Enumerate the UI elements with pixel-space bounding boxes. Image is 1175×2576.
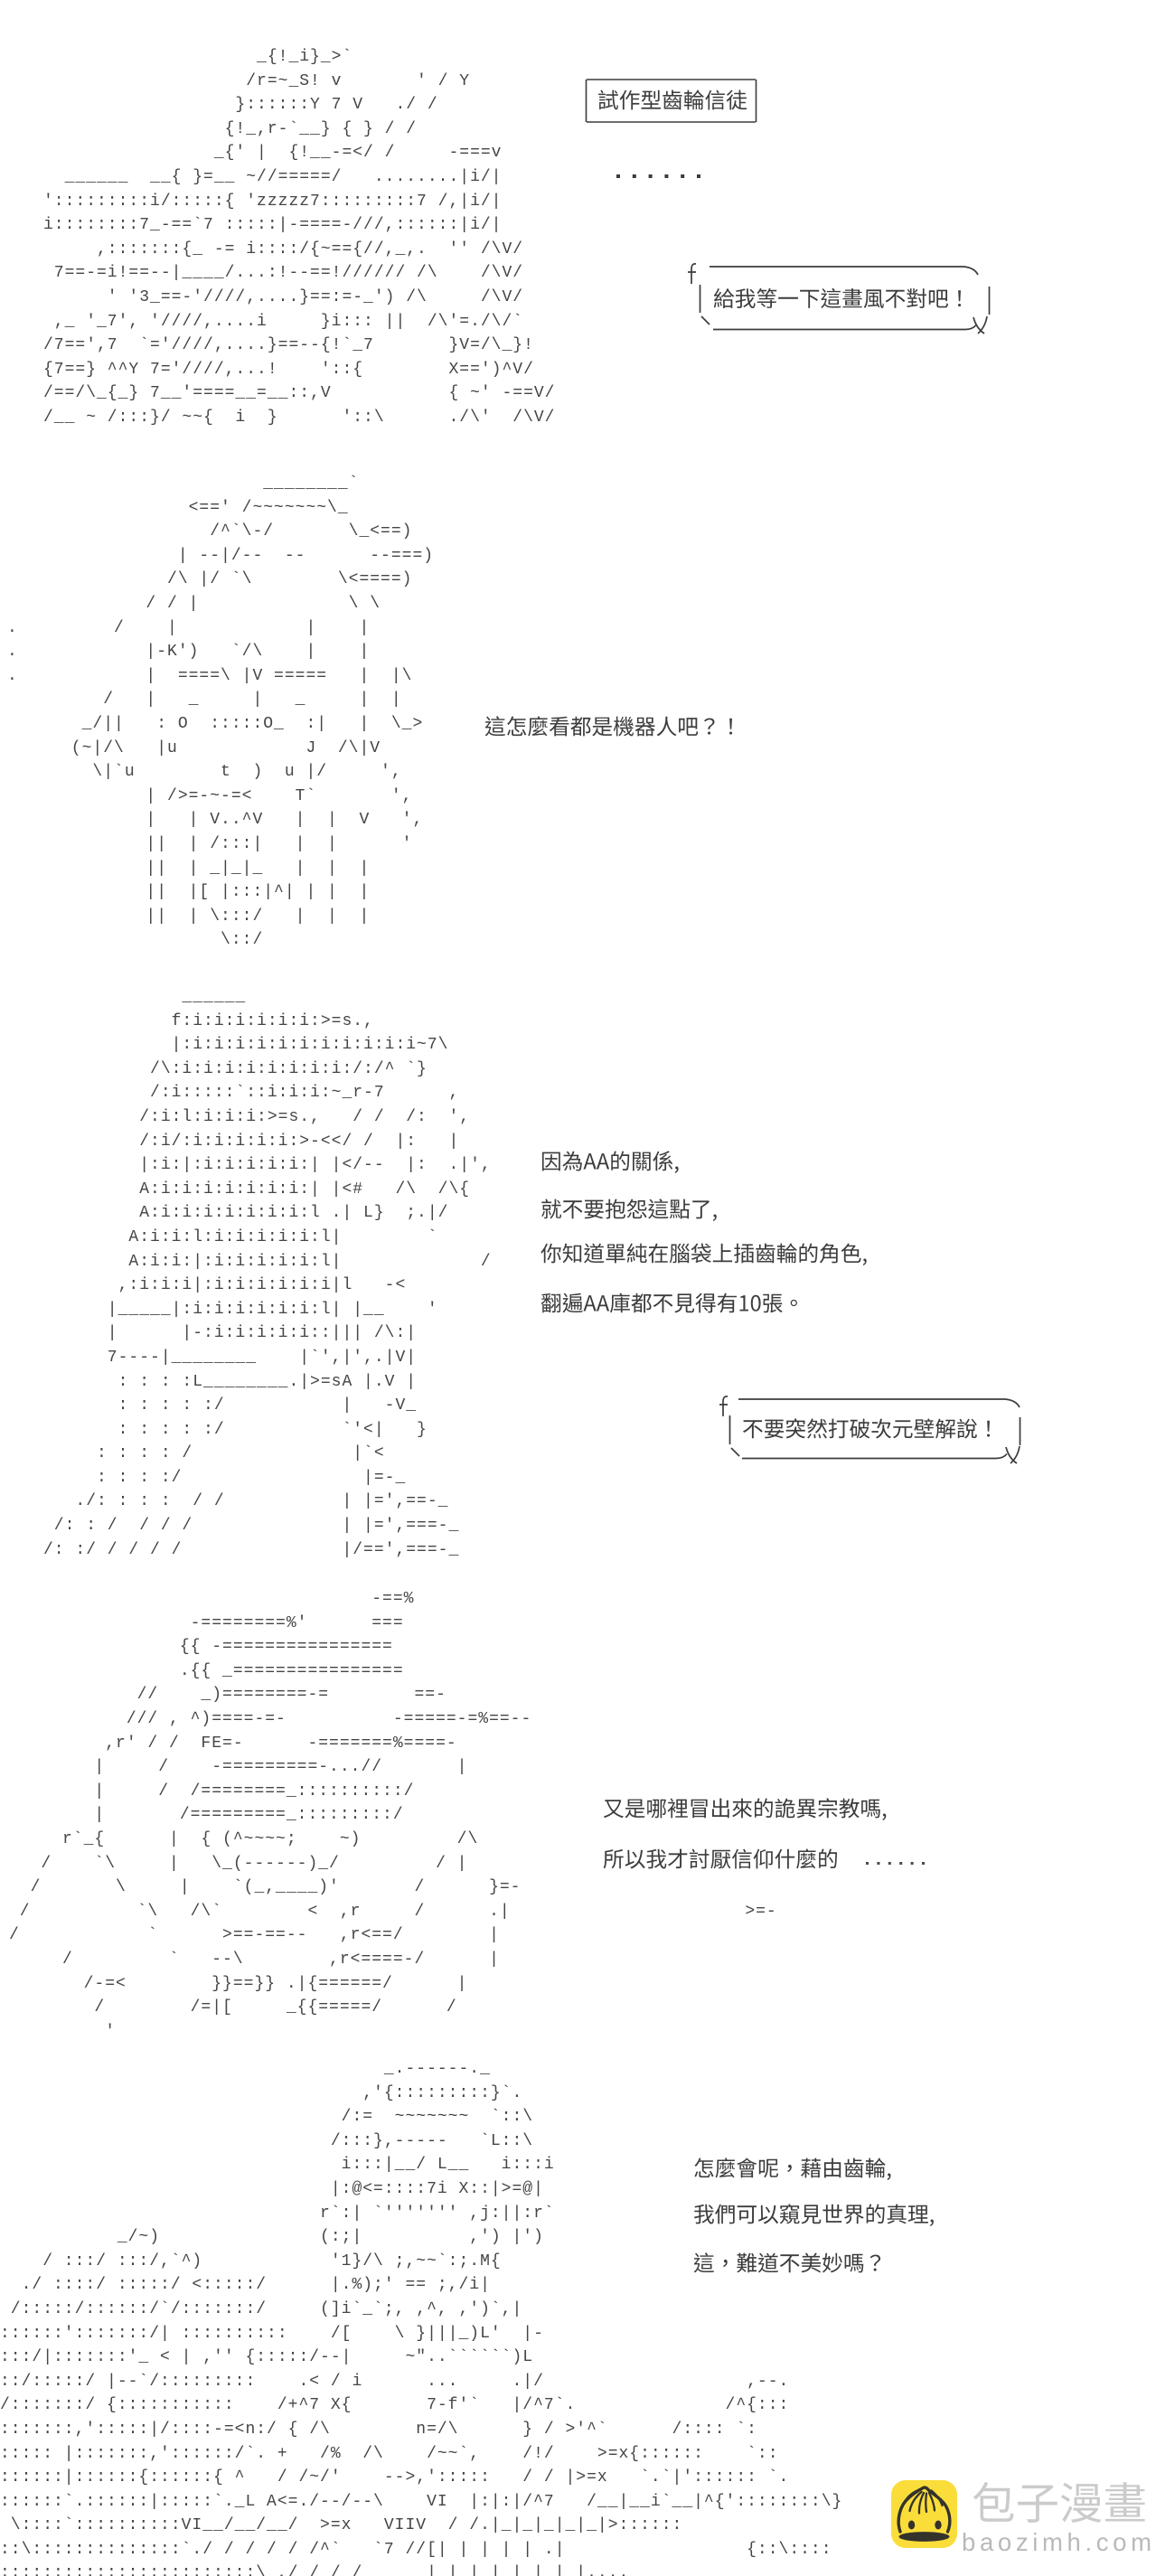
svg-text:baozimh.com: baozimh.com bbox=[962, 2528, 1152, 2556]
